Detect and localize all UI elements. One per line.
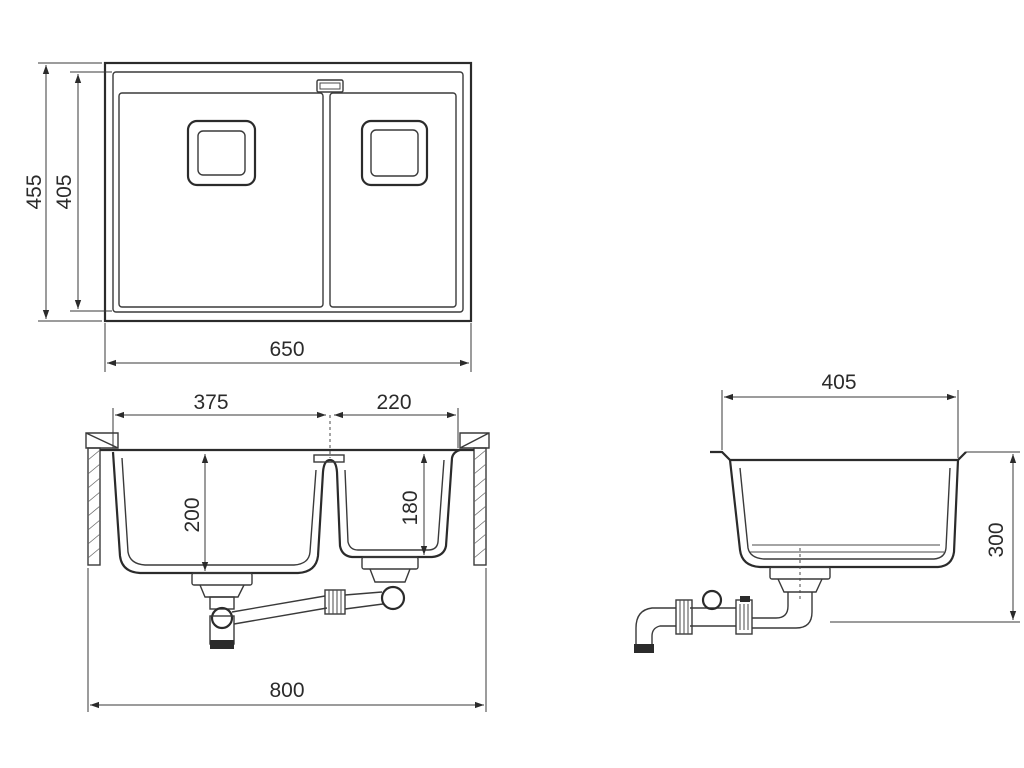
top-inner-rim bbox=[112, 71, 464, 313]
dim-650-label: 650 bbox=[269, 338, 304, 361]
dim-180-label: 180 bbox=[399, 490, 422, 525]
dim-455 bbox=[38, 62, 102, 322]
side-rim bbox=[710, 450, 967, 462]
cabinet-wall-left bbox=[87, 447, 101, 566]
dim-side-405-label: 405 bbox=[821, 371, 856, 394]
front-drain-large bbox=[191, 572, 253, 649]
dim-side-300 bbox=[830, 451, 1020, 623]
front-connecting-pipe bbox=[231, 589, 384, 625]
side-drain bbox=[752, 548, 831, 629]
top-outer-rim bbox=[103, 61, 473, 323]
front-view: 375 220 200 180 800 bbox=[85, 391, 490, 712]
dim-405 bbox=[70, 71, 112, 312]
side-waste-pipe bbox=[634, 589, 753, 653]
dim-220 bbox=[334, 408, 459, 448]
dim-405-label: 405 bbox=[53, 174, 76, 209]
top-large-bowl bbox=[118, 92, 324, 308]
dim-side-405 bbox=[721, 390, 959, 458]
front-large-bowl bbox=[111, 451, 331, 575]
top-drain-large bbox=[186, 119, 257, 187]
dim-650 bbox=[104, 323, 472, 372]
dim-800-label: 800 bbox=[269, 679, 304, 702]
cabinet-wall-right bbox=[473, 447, 487, 566]
top-small-bowl bbox=[329, 92, 457, 308]
front-overflow bbox=[313, 454, 345, 463]
worktop-right bbox=[459, 432, 490, 449]
dim-455-label: 455 bbox=[23, 174, 46, 209]
top-view: 455 405 650 bbox=[23, 61, 473, 372]
top-drain-small bbox=[360, 119, 429, 187]
dim-800 bbox=[87, 568, 487, 712]
dim-200-label: 200 bbox=[181, 497, 204, 532]
front-drain-small bbox=[361, 556, 419, 611]
top-overflow bbox=[316, 79, 344, 93]
side-bowl bbox=[728, 459, 960, 569]
dim-375-label: 375 bbox=[193, 391, 228, 414]
dim-375 bbox=[112, 408, 326, 448]
side-view: 405 300 bbox=[634, 371, 1020, 653]
dim-220-label: 220 bbox=[376, 391, 411, 414]
dim-side-300-label: 300 bbox=[985, 522, 1008, 557]
